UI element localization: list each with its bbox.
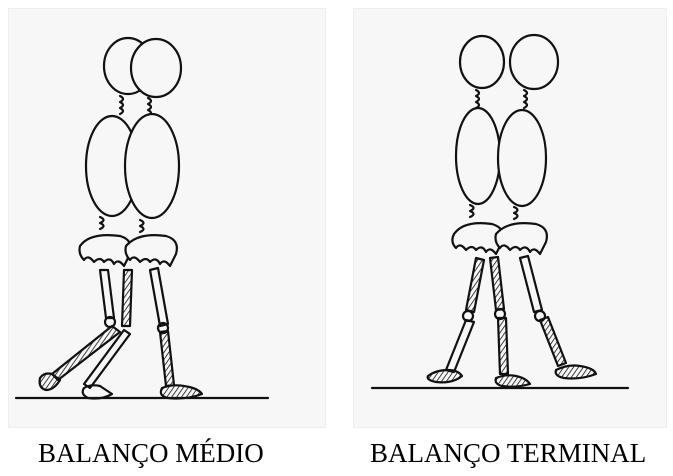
waist-spring-front	[514, 207, 518, 219]
thigh-swing	[122, 270, 132, 326]
mid-swing-figure	[16, 38, 268, 399]
thigh-back	[100, 270, 114, 318]
waist-spring-back	[100, 217, 104, 229]
waist-spring-front	[140, 220, 144, 232]
neck-spring-back	[120, 96, 123, 114]
shank-middle	[498, 318, 508, 374]
thigh-middle	[490, 257, 504, 310]
neck-spring-front	[524, 90, 527, 108]
torso-front	[498, 110, 546, 206]
foot-middle	[496, 375, 530, 386]
thigh-front	[520, 256, 542, 312]
thigh-front	[150, 268, 168, 326]
torso-back	[456, 108, 500, 204]
foot-front	[161, 385, 202, 398]
waist-spring-back	[470, 205, 474, 217]
shank-front	[540, 317, 566, 366]
pelvis-back	[80, 235, 131, 266]
head-front	[510, 35, 558, 89]
caption-mid-swing: BALANÇO MÉDIO	[38, 438, 264, 469]
foot-back	[428, 370, 462, 382]
terminal-swing-figure	[372, 35, 628, 388]
caption-terminal-swing: BALANÇO TERMINAL	[370, 438, 646, 469]
pelvis-front	[496, 223, 547, 254]
shank-back	[446, 320, 474, 372]
head-back	[460, 36, 504, 88]
foot-front	[556, 366, 596, 379]
neck-spring-back	[476, 90, 479, 108]
shank-back	[52, 326, 120, 380]
head-front	[131, 39, 181, 97]
shank-front	[160, 331, 174, 386]
pelvis-front	[126, 235, 177, 266]
torso-front	[125, 114, 179, 218]
foot-swing	[83, 385, 112, 398]
thigh-back	[466, 258, 484, 312]
